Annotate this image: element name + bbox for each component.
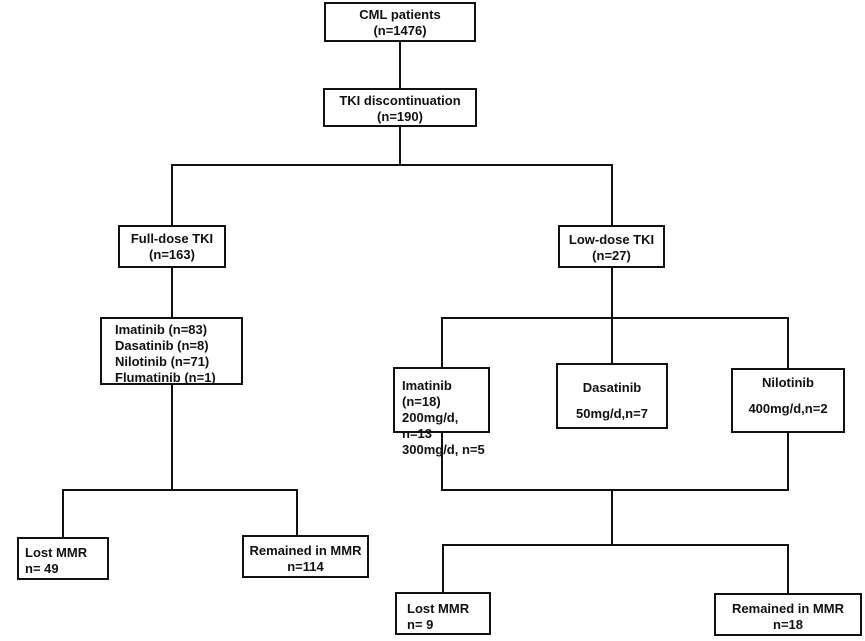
node-line: (n=1476) [373, 23, 427, 38]
node-low-dose-tki: Low-dose TKI (n=27) [558, 225, 665, 268]
node-line: (n=27) [592, 248, 631, 263]
node-full-remained-mmr: Remained in MMR n=114 [242, 535, 369, 578]
node-line: 300mg/d, n=5 [402, 442, 485, 457]
node-line: CML patients [359, 7, 441, 22]
node-line: 400mg/d,n=2 [748, 401, 828, 416]
node-full-dose-tki: Full-dose TKI (n=163) [118, 225, 226, 268]
node-tki-discontinuation: TKI discontinuation (n=190) [323, 88, 477, 127]
node-line: n= 9 [407, 617, 434, 632]
node-low-dose-dasatinib: Dasatinib 50mg/d,n=7 [556, 363, 668, 429]
node-line: Imatinib (n=83) [115, 322, 208, 337]
node-line: Full-dose TKI [130, 231, 214, 246]
node-line: n=114 [287, 559, 324, 574]
node-low-dose-nilotinib: Nilotinib 400mg/d,n=2 [731, 368, 845, 433]
node-line: (n=163) [149, 247, 195, 262]
node-line: Imatinib (n=18) [402, 378, 452, 409]
node-line: Low-dose TKI [568, 232, 655, 247]
node-line: Nilotinib (n=71) [115, 354, 210, 369]
node-line: TKI discontinuation [339, 93, 461, 108]
node-cml-patients: CML patients (n=1476) [324, 2, 476, 42]
node-low-dose-imatinib: Imatinib (n=18) 200mg/d, n=13 300mg/d, n… [393, 367, 490, 457]
node-line: Lost MMR [25, 545, 88, 560]
node-line: (n=190) [377, 109, 423, 124]
node-low-remained-mmr: Remained in MMR n=18 [714, 593, 862, 636]
node-line: Flumatinib (n=1) [115, 370, 216, 385]
node-line: Dasatinib [582, 380, 642, 395]
node-full-lost-mmr: Lost MMR n= 49 [17, 537, 109, 580]
node-line: n=18 [773, 617, 803, 632]
node-full-dose-drugs: Imatinib (n=83) Dasatinib (n=8) Nilotini… [100, 317, 243, 385]
node-line: n= 49 [25, 561, 59, 576]
node-line: Remained in MMR [249, 543, 362, 558]
node-low-lost-mmr: Lost MMR n= 9 [395, 592, 491, 635]
node-line: 50mg/d,n=7 [576, 406, 648, 421]
node-line: 200mg/d, n=13 [402, 410, 459, 441]
node-line: Lost MMR [407, 601, 470, 616]
node-line: Dasatinib (n=8) [115, 338, 209, 353]
node-line: Remained in MMR [732, 601, 844, 616]
node-line: Nilotinib [762, 375, 814, 390]
